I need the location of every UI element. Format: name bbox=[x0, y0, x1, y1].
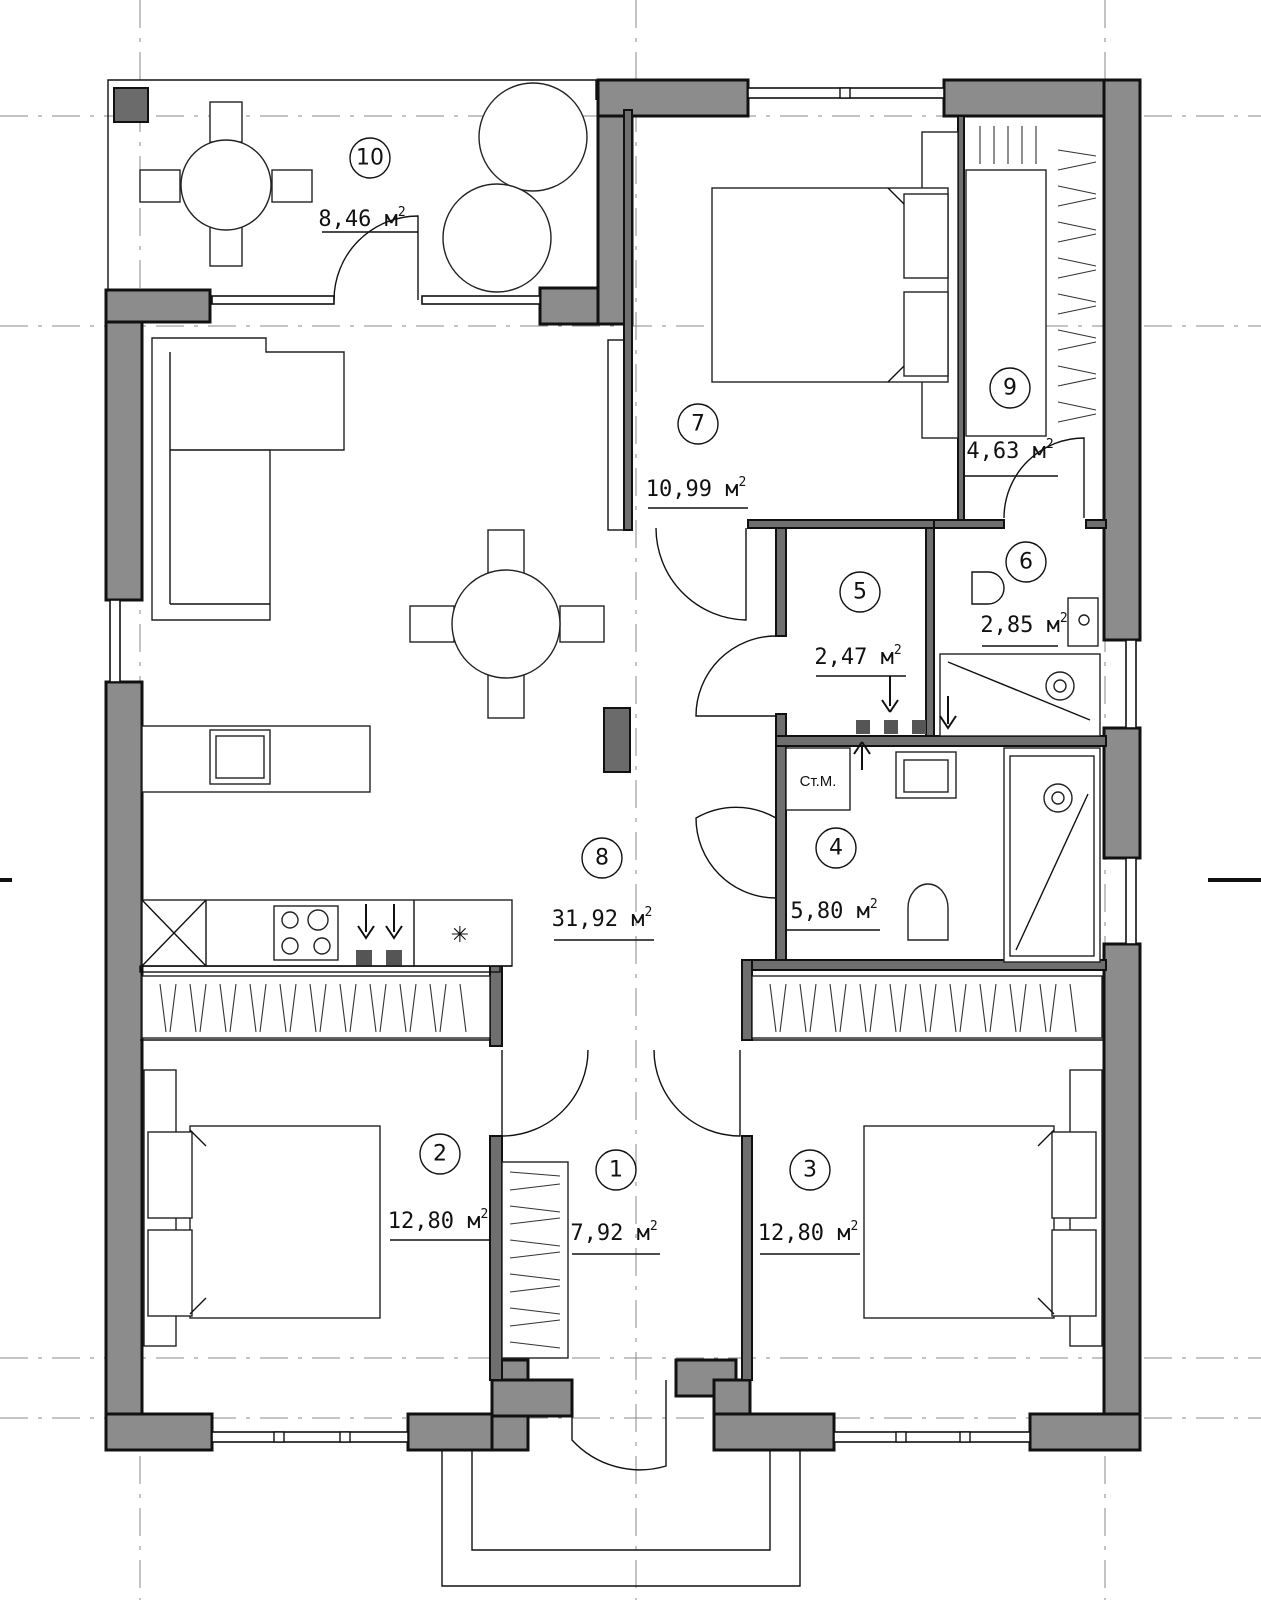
terrace-table bbox=[139, 101, 313, 267]
utility-5-fixtures bbox=[853, 676, 926, 770]
windows bbox=[109, 87, 1137, 1443]
room-number-1: 1 bbox=[609, 1158, 623, 1183]
room-area-8: 31,92 м2 bbox=[552, 905, 653, 932]
bedroom-2-furniture bbox=[141, 975, 589, 1347]
wc-6-fixtures bbox=[939, 571, 1101, 737]
room-area-10: 8,46 м2 bbox=[318, 205, 405, 232]
room-number-5: 5 bbox=[853, 580, 867, 605]
room-number-circle bbox=[349, 137, 391, 179]
plant-pot bbox=[442, 183, 552, 293]
room-area-9: 4,63 м2 bbox=[966, 437, 1053, 464]
room-area-3: 12,80 м2 bbox=[758, 1219, 859, 1246]
living-furniture: ✳ bbox=[141, 337, 777, 967]
room-number-10: 10 bbox=[356, 146, 384, 171]
washing-machine-label: Ст.М. bbox=[800, 773, 837, 790]
room-number-7: 7 bbox=[691, 412, 705, 437]
bathroom-4-fixtures bbox=[785, 747, 1101, 963]
room-number-3: 3 bbox=[803, 1158, 817, 1183]
bedroom-3-furniture bbox=[653, 975, 1103, 1347]
room-area-6: 2,85 м2 bbox=[980, 611, 1067, 638]
terrace bbox=[107, 79, 597, 296]
plant-pot bbox=[478, 82, 588, 192]
room-number-8: 8 bbox=[595, 846, 609, 871]
room-area-4: 5,80 м2 bbox=[790, 897, 877, 924]
corridor-1-fixtures bbox=[501, 1161, 660, 1359]
terrace-door bbox=[333, 215, 419, 301]
bedroom-7-furniture bbox=[655, 131, 959, 621]
room-area-5: 2,47 м2 bbox=[814, 643, 901, 670]
chimney-block bbox=[113, 87, 149, 123]
room-labels: 10 8,46 м2 7 10,99 м2 9 4,63 м2 5 2,47 м… bbox=[318, 137, 1068, 1246]
room-number-2: 2 bbox=[433, 1142, 447, 1167]
room-number-4: 4 bbox=[829, 836, 843, 861]
svg-text:✳: ✳ bbox=[451, 923, 469, 948]
room-area-2: 12,80 м2 bbox=[388, 1207, 489, 1234]
room-area-7: 10,99 м2 bbox=[646, 475, 747, 502]
room-number-9: 9 bbox=[1003, 376, 1017, 401]
room-number-6: 6 bbox=[1019, 550, 1033, 575]
room-area-1: 7,92 м2 bbox=[570, 1219, 657, 1246]
porch bbox=[441, 1380, 801, 1587]
